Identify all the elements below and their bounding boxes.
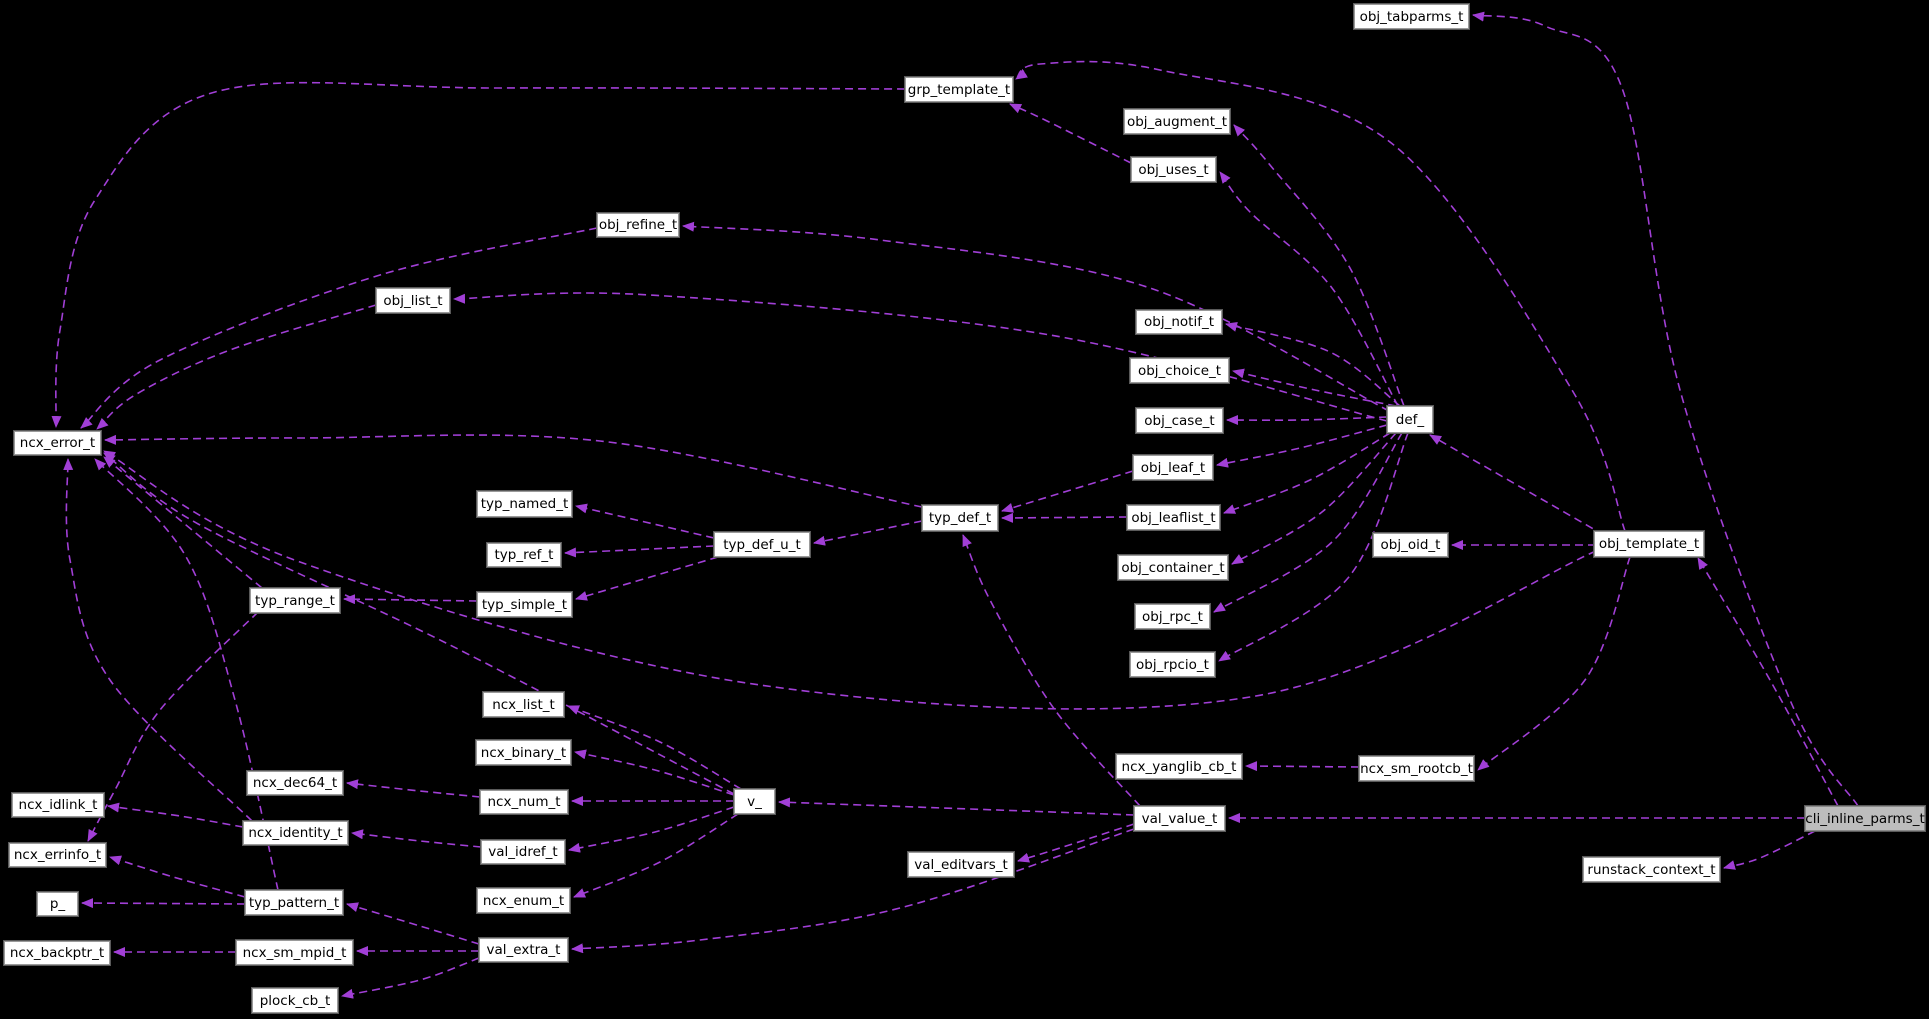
edge-def_-to-obj_uses_t — [1219, 171, 1399, 407]
node-obj_oid_t[interactable]: obj_oid_t — [1372, 532, 1449, 558]
edge-v_-to-val_idref_t — [568, 806, 735, 853]
edge-ncx_identity_t-to-ncx_idlink_t — [107, 802, 244, 828]
node-runstack_context_t[interactable]: runstack_context_t — [1582, 856, 1721, 883]
edge-cli_inline_parms_t-to-obj_template_t — [1697, 557, 1839, 807]
node-typ_ref_t[interactable]: typ_ref_t — [486, 542, 562, 568]
node-obj_refine_t[interactable]: obj_refine_t — [596, 212, 680, 238]
edge-typ_simple_t-to-typ_range_t — [343, 594, 478, 605]
node-obj_leaf_t[interactable]: obj_leaf_t — [1132, 454, 1214, 481]
node-val_value_t[interactable]: val_value_t — [1133, 805, 1226, 832]
node-val_idref_t[interactable]: val_idref_t — [480, 839, 566, 865]
edge-def_-to-obj_leaflist_t — [1223, 432, 1391, 514]
node-obj_tabparms_t[interactable]: obj_tabparms_t — [1353, 3, 1470, 30]
edge-v_-to-ncx_list_t — [567, 705, 742, 790]
node-plock_cb_t[interactable]: plock_cb_t — [251, 987, 339, 1014]
edge-ncx_num_t-to-ncx_dec64_t — [346, 779, 481, 798]
node-ncx_backptr_t[interactable]: ncx_backptr_t — [3, 940, 111, 966]
node-ncx_idlink_t[interactable]: ncx_idlink_t — [11, 792, 105, 818]
node-ncx_sm_rootcb_t[interactable]: ncx_sm_rootcb_t — [1358, 755, 1475, 782]
node-val_editvars_t[interactable]: val_editvars_t — [907, 851, 1015, 878]
edge-def_-to-obj_container_t — [1231, 432, 1397, 565]
node-v_[interactable]: v_ — [733, 788, 776, 815]
edge-val_value_t-to-val_editvars_t — [1017, 823, 1135, 863]
node-ncx_num_t[interactable]: ncx_num_t — [479, 789, 569, 815]
edge-def_-to-obj_augment_t — [1233, 124, 1405, 407]
node-typ_def_t[interactable]: typ_def_t — [921, 504, 999, 532]
edge-obj_template_t-to-ncx_error_t — [103, 450, 1597, 710]
edge-obj_template_t-to-ncx_sm_rootcb_t — [1477, 556, 1631, 771]
node-typ_named_t[interactable]: typ_named_t — [476, 490, 573, 518]
node-typ_simple_t[interactable]: typ_simple_t — [476, 591, 573, 618]
node-ncx_error_t[interactable]: ncx_error_t — [13, 430, 102, 456]
edge-cli_inline_parms_t-to-runstack_context_t — [1723, 830, 1816, 870]
edge-v_-to-ncx_error_t — [103, 452, 735, 795]
node-obj_case_t[interactable]: obj_case_t — [1135, 407, 1224, 434]
node-typ_def_u_t[interactable]: typ_def_u_t — [713, 531, 811, 558]
node-typ_range_t[interactable]: typ_range_t — [249, 587, 341, 614]
node-obj_choice_t[interactable]: obj_choice_t — [1129, 357, 1230, 384]
edge-typ_pattern_t-to-p_ — [81, 898, 246, 909]
edge-v_-to-ncx_enum_t — [573, 813, 739, 898]
node-p_[interactable]: p_ — [36, 891, 79, 917]
edge-val_value_t-to-typ_def_t — [962, 534, 1141, 807]
node-ncx_sm_mpid_t[interactable]: ncx_sm_mpid_t — [235, 939, 354, 966]
edge-obj_refine_t-to-ncx_error_t — [80, 227, 598, 429]
edge-ncx_sm_rootcb_t-to-ncx_yanglib_cb_t — [1245, 761, 1360, 772]
node-obj_rpc_t[interactable]: obj_rpc_t — [1134, 603, 1211, 630]
edge-def_-to-obj_case_t — [1226, 415, 1388, 426]
node-obj_augment_t[interactable]: obj_augment_t — [1123, 108, 1231, 135]
edge-def_-to-obj_choice_t — [1232, 368, 1397, 407]
node-obj_rpcio_t[interactable]: obj_rpcio_t — [1129, 651, 1216, 678]
node-obj_container_t[interactable]: obj_container_t — [1117, 554, 1229, 581]
edge-typ_def_u_t-to-typ_named_t — [575, 503, 715, 539]
edge-typ_def_u_t-to-typ_simple_t — [575, 556, 719, 601]
edge-typ_range_t-to-ncx_errinfo_t — [87, 611, 259, 842]
edge-typ_def_t-to-ncx_error_t — [104, 434, 923, 508]
edge-obj_template_t-to-def_ — [1429, 434, 1605, 536]
edge-ncx_identity_t-to-ncx_error_t — [63, 458, 253, 822]
node-typ_pattern_t[interactable]: typ_pattern_t — [244, 889, 344, 916]
edge-obj_uses_t-to-grp_template_t — [1009, 103, 1132, 164]
edge-def_-to-obj_rpcio_t — [1218, 432, 1409, 662]
node-val_extra_t[interactable]: val_extra_t — [478, 937, 569, 963]
edge-typ_pattern_t-to-ncx_error_t — [94, 458, 279, 891]
node-obj_leaflist_t[interactable]: obj_leaflist_t — [1126, 504, 1221, 531]
edge-obj_leaflist_t-to-typ_def_t — [1001, 512, 1128, 523]
edge-obj_list_t-to-ncx_error_t — [96, 304, 377, 430]
edge-def_-to-obj_list_t — [453, 292, 1388, 422]
node-cli_inline_parms_t[interactable]: cli_inline_parms_t — [1804, 805, 1926, 832]
node-ncx_list_t[interactable]: ncx_list_t — [482, 691, 565, 718]
edge-typ_def_u_t-to-typ_ref_t — [564, 545, 715, 558]
edge-def_-to-obj_refine_t — [682, 221, 1390, 412]
node-def_[interactable]: def_ — [1386, 405, 1434, 434]
edge-val_value_t-to-v_ — [778, 797, 1135, 816]
edge-typ_pattern_t-to-ncx_errinfo_t — [109, 855, 246, 898]
node-grp_template_t[interactable]: grp_template_t — [904, 76, 1014, 103]
edge-val_idref_t-to-ncx_identity_t — [351, 829, 482, 848]
node-ncx_enum_t[interactable]: ncx_enum_t — [476, 887, 571, 914]
node-ncx_binary_t[interactable]: ncx_binary_t — [475, 739, 572, 766]
edge-def_-to-obj_leaf_t — [1216, 424, 1388, 468]
edge-v_-to-ncx_binary_t — [574, 749, 735, 796]
edge-val_extra_t-to-typ_pattern_t — [346, 902, 480, 945]
edge-grp_template_t-to-ncx_error_t — [51, 81, 906, 428]
edge-val_extra_t-to-plock_cb_t — [341, 957, 480, 999]
node-obj_uses_t[interactable]: obj_uses_t — [1130, 156, 1217, 183]
edge-val_value_t-to-val_extra_t — [571, 828, 1135, 954]
node-ncx_errinfo_t[interactable]: ncx_errinfo_t — [8, 842, 107, 868]
node-ncx_dec64_t[interactable]: ncx_dec64_t — [246, 770, 344, 796]
node-obj_template_t[interactable]: obj_template_t — [1593, 530, 1705, 558]
edge-obj_leaf_t-to-typ_def_t — [1001, 470, 1134, 513]
node-ncx_identity_t[interactable]: ncx_identity_t — [242, 820, 349, 846]
edge-def_-to-obj_rpc_t — [1213, 432, 1403, 613]
node-obj_notif_t[interactable]: obj_notif_t — [1135, 309, 1223, 335]
edge-def_-to-obj_notif_t — [1225, 322, 1401, 407]
edge-typ_range_t-to-ncx_error_t — [103, 456, 263, 589]
node-ncx_yanglib_cb_t[interactable]: ncx_yanglib_cb_t — [1115, 753, 1243, 780]
edge-cli_inline_parms_t-to-obj_tabparms_t — [1472, 11, 1859, 807]
node-obj_list_t[interactable]: obj_list_t — [375, 287, 451, 314]
edge-typ_def_t-to-typ_def_u_t — [813, 520, 923, 546]
edge-obj_template_t-to-grp_template_t — [1015, 60, 1626, 532]
